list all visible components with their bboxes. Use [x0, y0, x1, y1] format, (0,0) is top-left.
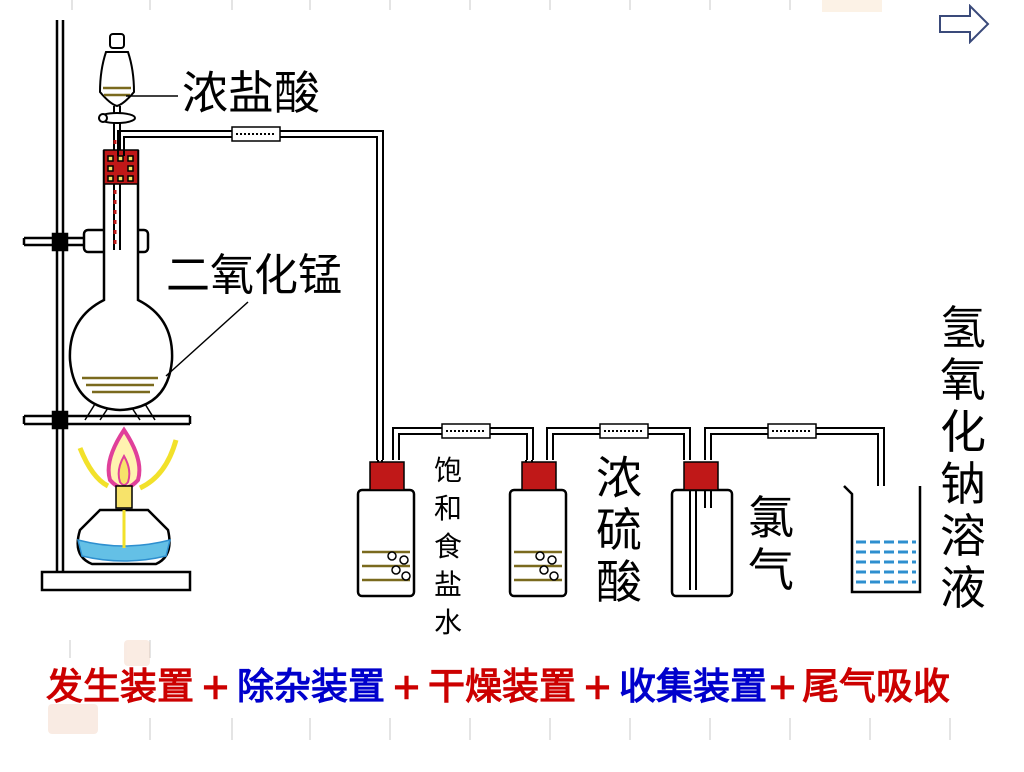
- collection-bottle: [670, 461, 734, 598]
- right-arrow-icon[interactable]: [938, 4, 992, 44]
- round-bottom-flask: [68, 150, 174, 421]
- beaker: [843, 485, 922, 594]
- caption-part: 收集装置: [619, 664, 768, 708]
- label-conc-hcl: 浓盐酸: [182, 66, 320, 120]
- label-naoh-solution: 氢氧化钠溶液: [940, 301, 986, 615]
- caption-plus: +: [582, 664, 614, 708]
- background-grid: [69, 0, 951, 740]
- label-chlorine: 氯气: [748, 491, 794, 597]
- caption-plus: +: [391, 664, 423, 708]
- caption-part: 除杂装置: [237, 664, 386, 708]
- decorative-seal: [48, 0, 882, 734]
- caption-part: 干燥装置: [428, 664, 577, 708]
- label-conc-h2so4: 浓硫酸: [596, 451, 642, 609]
- leader-lines: [126, 95, 249, 377]
- label-mno2: 二氧化锰: [166, 250, 342, 301]
- caption-plus: +: [200, 664, 232, 708]
- flask-stopper: [103, 149, 139, 185]
- gas-wash-bottle-sulfuric: [508, 461, 568, 598]
- caption-part: 尾气吸收: [802, 664, 951, 708]
- caption-part: 发生装置: [46, 664, 194, 708]
- gas-wash-bottle-brine: [356, 461, 416, 598]
- caption: 发生装置+除杂装置+干燥装置+收集装置+尾气吸收: [46, 664, 1024, 708]
- caption-plus: +: [767, 664, 799, 708]
- rubber-connectors: [231, 126, 817, 439]
- alcohol-lamp: [76, 426, 179, 566]
- label-saturated-brine: 饱和食盐水: [433, 454, 462, 639]
